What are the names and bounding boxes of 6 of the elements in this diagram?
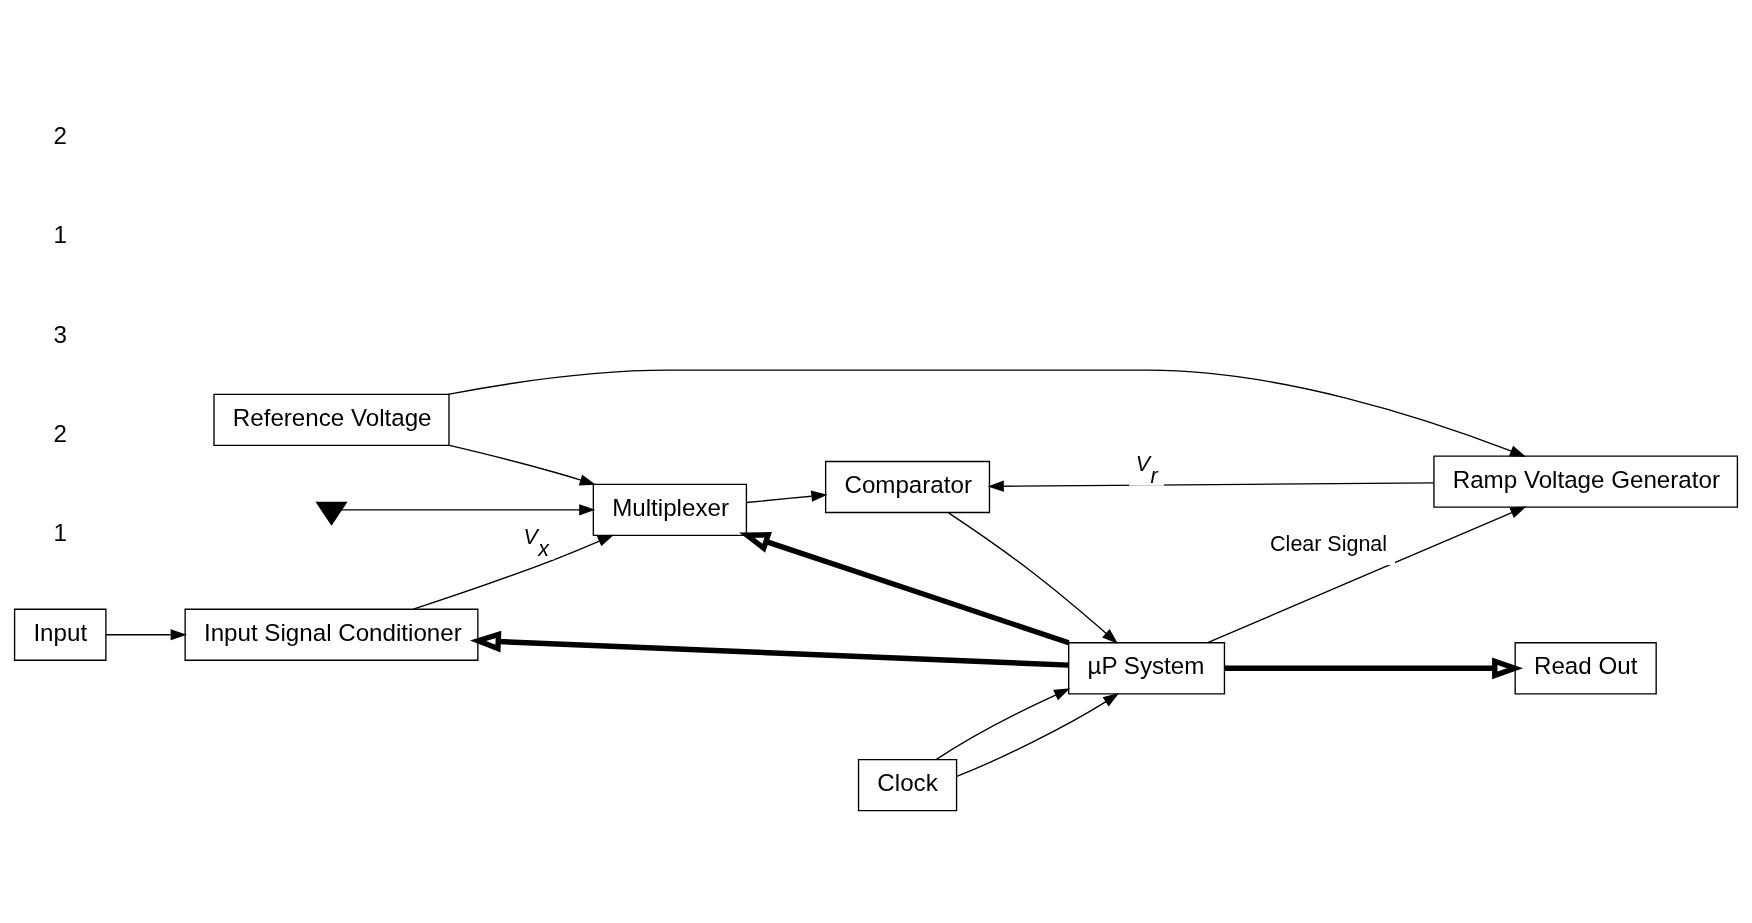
label: 1 <box>53 519 67 547</box>
label: 2 <box>53 419 67 447</box>
label: 3 <box>53 320 67 348</box>
label: 1 <box>53 221 67 249</box>
edge-label: Clear Signal <box>1270 532 1388 557</box>
label: 2 <box>53 121 67 149</box>
